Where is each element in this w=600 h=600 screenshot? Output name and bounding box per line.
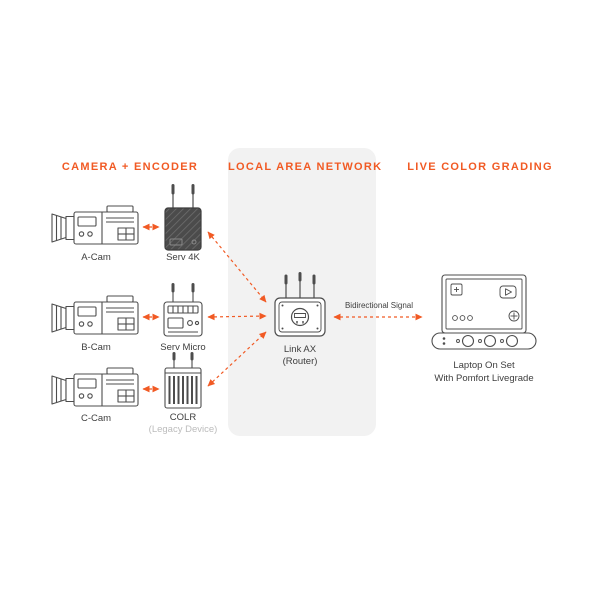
serv-micro-label: Serv Micro [160, 342, 206, 353]
colr-label: COLR [169, 412, 197, 423]
section-title-local-area-network: LOCAL AREA NETWORK [228, 161, 383, 173]
serv-4k-label: Serv 4K [166, 252, 200, 263]
camera-b-icon [51, 295, 139, 335]
link-ax-sublabel: (Router) [282, 356, 318, 367]
section-title-live-color-grading: LIVE COLOR GRADING [407, 161, 553, 173]
bidirectional-signal-label: Bidirectional Signal [344, 301, 414, 310]
serv-micro-icon [163, 283, 203, 337]
link-ax-router-icon [274, 272, 326, 337]
a-cam-label: A-Cam [81, 252, 111, 263]
colr-icon [164, 352, 202, 409]
camera-a-icon [51, 205, 139, 245]
laptop-label: Laptop On Set [453, 360, 515, 371]
colr-sublabel: (Legacy Device) [148, 424, 218, 435]
b-cam-label: B-Cam [81, 342, 111, 353]
serv-4k-icon [164, 184, 202, 251]
camera-c-icon [51, 367, 139, 407]
link-ax-label: Link AX [283, 344, 317, 355]
section-title-camera-encoder: CAMERA + ENCODER [61, 161, 199, 173]
c-cam-label: C-Cam [80, 413, 112, 424]
laptop-icon [431, 274, 537, 350]
laptop-sublabel: With Pomfort Livegrade [434, 373, 534, 384]
